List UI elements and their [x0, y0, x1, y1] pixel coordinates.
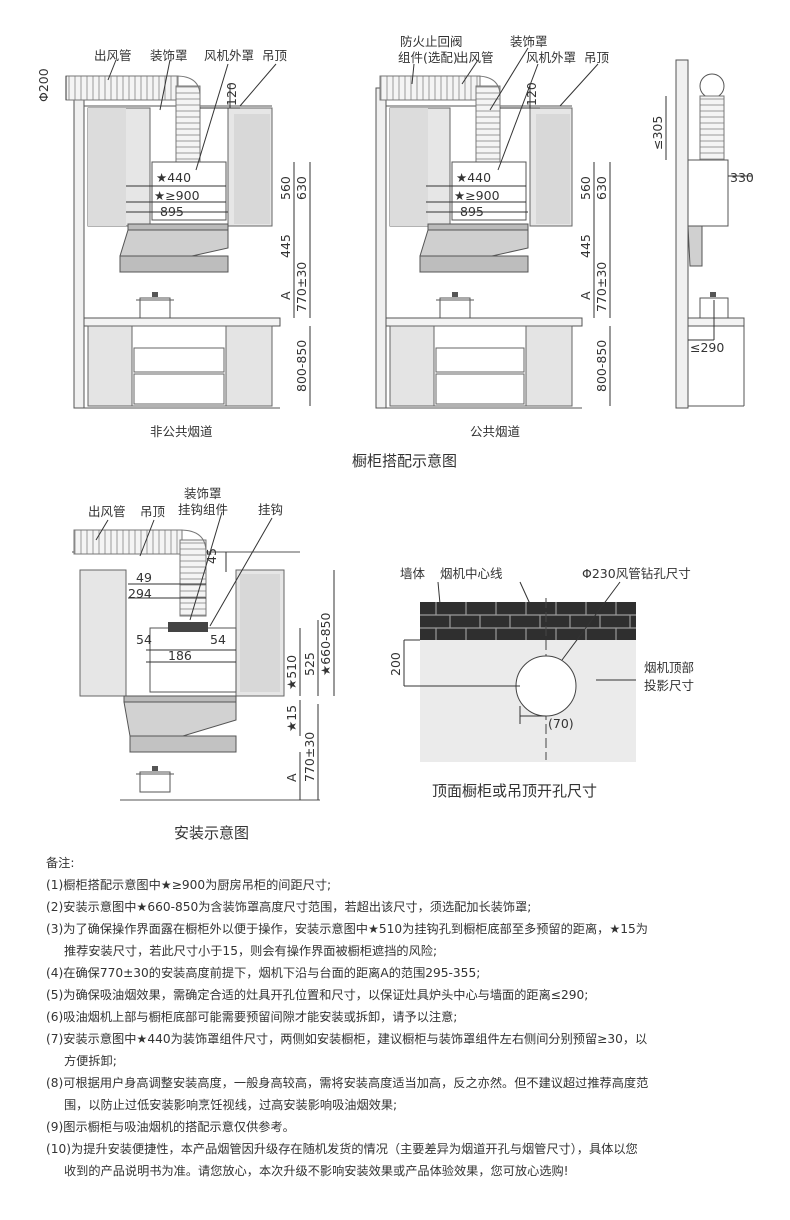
label-d70: (70) [548, 716, 574, 731]
label-h560-1: 560 [278, 176, 293, 200]
label-a-1: A [278, 291, 293, 300]
label-decor-cover-3: 装饰罩 [184, 486, 222, 501]
label-star900-2: ★≥900 [454, 188, 500, 203]
label-d54-left: 54 [136, 632, 152, 647]
label-a-3: A [284, 773, 299, 782]
notes-section: 备注: (1)橱柜搭配示意图中★≥900为厨房吊柜的间距尺寸; (2)安装示意图… [46, 852, 758, 1182]
note-line: 收到的产品说明书为准。请您放心，本次升级不影响安装效果或产品体验效果，您可放心选… [64, 1164, 569, 1178]
label-h630-2: 630 [594, 176, 609, 200]
label-h560-2: 560 [578, 176, 593, 200]
label-wall: 墙体 [400, 566, 426, 581]
label-decor-cover-1: 装饰罩 [150, 48, 188, 63]
label-outlet-pipe-1: 出风管 [94, 48, 132, 63]
notes-heading: 备注: [46, 856, 75, 870]
note-line: (7)安装示意图中★440为装饰罩组件尺寸，两侧如安装橱柜，建议橱柜与装饰罩组件… [46, 1032, 648, 1046]
label-fan-housing-2: 风机外罩 [526, 50, 576, 65]
label-star15: ★15 [284, 705, 299, 732]
label-d120-1: 120 [224, 82, 239, 106]
label-h630-1: 630 [294, 176, 309, 200]
label-center-line: 烟机中心线 [440, 566, 503, 581]
label-fire-valve-line1: 防火止回阀 [400, 34, 463, 49]
label-ceiling-2: 吊顶 [584, 50, 610, 65]
label-d45: 45 [204, 548, 219, 564]
label-outlet-pipe-3: 出风管 [88, 504, 126, 519]
label-ceiling-1: 吊顶 [262, 48, 288, 63]
note-line: (6)吸油烟机上部与橱柜底部可能需要预留间隙才能安装或拆卸，请予以注意; [46, 1010, 458, 1024]
label-w895-2: 895 [460, 204, 484, 219]
label-star440-1: ★440 [156, 170, 191, 185]
label-h770-2: 770±30 [594, 262, 609, 312]
label-hole-size: Φ230风管钻孔尺寸 [582, 566, 691, 581]
label-h800-2: 800-850 [594, 340, 609, 392]
title-installation: 安装示意图 [174, 824, 249, 842]
note-line: (5)为确保吸油烟效果，需确定合适的灶具开孔位置和尺寸，以保证灶具炉头中心与墙面… [46, 988, 589, 1002]
note-line: (10)为提升安装便捷性，本产品烟管因升级存在随机发货的情况（主要差异为烟道开孔… [46, 1142, 638, 1156]
label-star660: ★660-850 [318, 613, 333, 676]
label-ceiling-3: 吊顶 [140, 504, 166, 519]
label-w330: 330 [730, 170, 754, 185]
label-d49: 49 [136, 570, 152, 585]
label-h445-1: 445 [278, 234, 293, 258]
label-fire-valve-line2: 组件(选配) [398, 50, 458, 65]
label-w895-1: 895 [160, 204, 184, 219]
title-cabinet-matching: 橱柜搭配示意图 [352, 452, 457, 470]
diagram-cutout [403, 581, 636, 762]
diagram-public-flue [375, 47, 611, 409]
label-star510: ★510 [284, 655, 299, 690]
label-d525: 525 [302, 652, 317, 676]
note-line: (2)安装示意图中★660-850为含装饰罩高度尺寸范围，若超出该尺寸，须选配加… [46, 900, 532, 914]
label-phi200: Φ200 [36, 68, 51, 102]
label-d200: 200 [388, 652, 403, 676]
diagram-non-public-flue [65, 59, 311, 409]
label-hook: 挂钩 [258, 502, 283, 517]
label-h800-1: 800-850 [294, 340, 309, 392]
label-h445-2: 445 [578, 234, 593, 258]
label-h770-3: 770±30 [302, 732, 317, 782]
note-line: 围，以防止过低安装影响烹饪视线，过高安装影响吸油烟效果; [64, 1098, 398, 1112]
caption-public-flue: 公共烟道 [470, 424, 521, 439]
label-projection-line2: 投影尺寸 [644, 678, 694, 693]
label-d294: 294 [128, 586, 152, 601]
note-line: 方便拆卸; [64, 1054, 117, 1068]
label-a-2: A [578, 291, 593, 300]
caption-non-public-flue: 非公共烟道 [150, 424, 213, 439]
label-star440-2: ★440 [456, 170, 491, 185]
diagram-installation [72, 511, 335, 801]
label-outlet-pipe-2: 出风管 [456, 50, 494, 65]
diagram-side-view [665, 59, 752, 409]
label-projection-line1: 烟机顶部 [644, 660, 694, 675]
label-le290: ≤290 [690, 340, 724, 355]
title-cutout: 顶面橱柜或吊顶开孔尺寸 [432, 782, 597, 800]
label-d54-right: 54 [210, 632, 226, 647]
label-decor-cover-2: 装饰罩 [510, 34, 548, 49]
label-h770-1: 770±30 [294, 262, 309, 312]
label-d186: 186 [168, 648, 192, 663]
label-fan-housing-1: 风机外罩 [204, 48, 254, 63]
label-hook-assembly: 挂钩组件 [178, 502, 228, 517]
label-star900-1: ★≥900 [154, 188, 200, 203]
label-d120-2: 120 [524, 82, 539, 106]
note-line: (8)可根据用户身高调整安装高度，一般身高较高，需将安装高度适当加高，反之亦然。… [46, 1076, 649, 1090]
note-line: (9)图示橱柜与吸油烟机的搭配示意仅供参考。 [46, 1120, 295, 1134]
note-line: (3)为了确保操作界面露在橱柜外以便于操作，安装示意图中★510为挂钩孔到橱柜底… [46, 922, 648, 936]
label-le305: ≤305 [650, 116, 665, 150]
note-line: (1)橱柜搭配示意图中★≥900为厨房吊柜的间距尺寸; [46, 878, 332, 892]
note-line: (4)在确保770±30的安装高度前提下，烟机下沿与台面的距离A的范围295-3… [46, 966, 481, 980]
note-line: 推荐安装尺寸，若此尺寸小于15，则会有操作界面被橱柜遮挡的风险; [64, 944, 438, 958]
